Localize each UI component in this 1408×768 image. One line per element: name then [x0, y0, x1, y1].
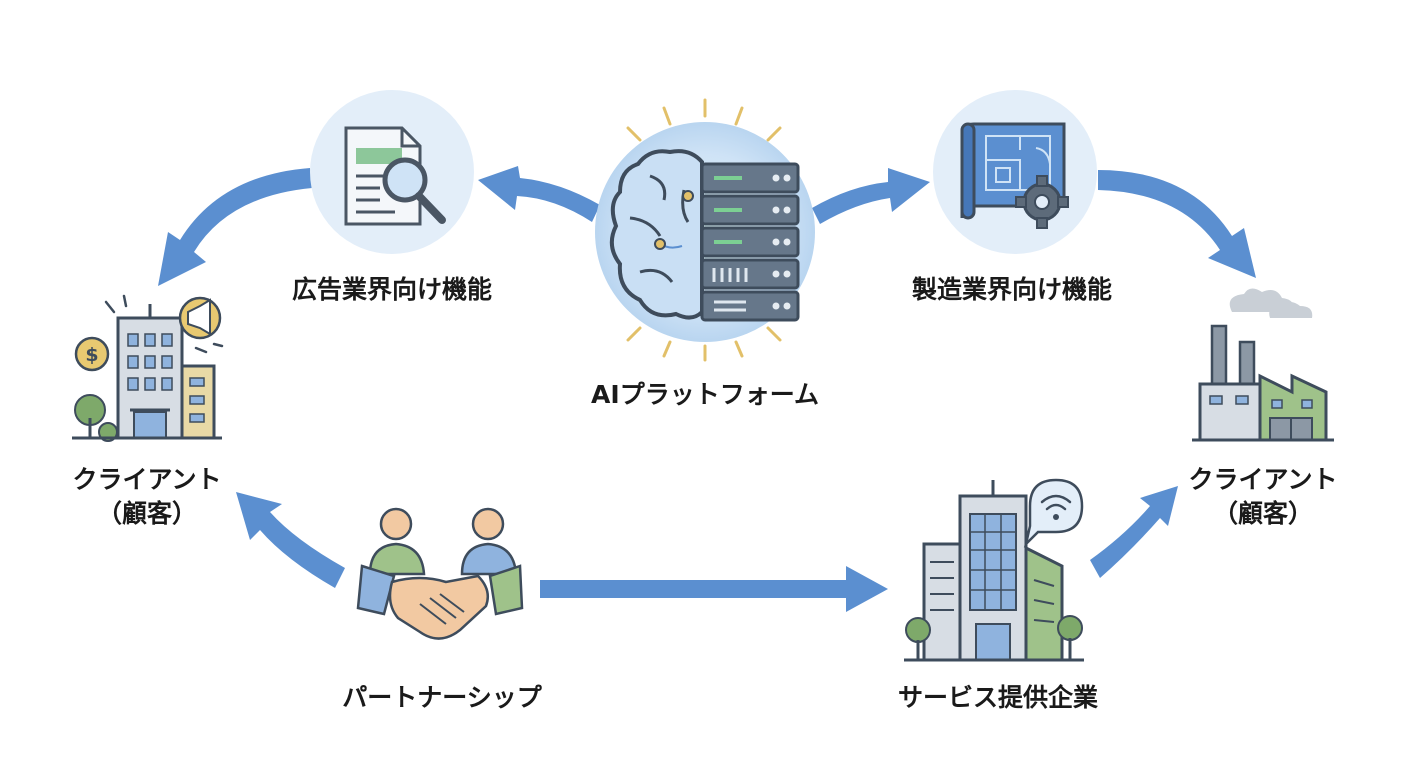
client-left-label-line2: （顧客） [96, 499, 197, 528]
ai-platform-label: AIプラットフォーム [591, 380, 819, 409]
arrow-platform-to-manufacturing [812, 168, 930, 224]
manufacturing-label: 製造業界向け機能 [911, 275, 1112, 304]
client-left-node: $ [72, 294, 224, 442]
glow-rays [626, 98, 782, 362]
partnership-label: パートナーシップ [342, 683, 542, 712]
partnership-node [356, 507, 524, 640]
arrow-platform-to-advertising [478, 166, 600, 222]
advertising-node [310, 90, 474, 254]
service-provider-node [904, 478, 1084, 662]
brain-server-icon [609, 149, 800, 322]
svg-text:$: $ [85, 344, 98, 366]
client-right-label-line2: （顧客） [1212, 499, 1313, 528]
office-tower-wifi-icon [904, 478, 1084, 662]
office-building-megaphone-icon: $ [72, 294, 224, 442]
factory-icon [1192, 288, 1334, 442]
client-right-node [1192, 288, 1334, 442]
handshake-icon [356, 507, 524, 640]
advertising-label: 広告業界向け機能 [291, 275, 492, 304]
arrow-partnership-to-service-provider [540, 566, 888, 612]
blueprint-gear-icon [960, 122, 1069, 229]
arrow-manufacturing-to-client-right [1098, 170, 1256, 278]
document-magnifier-icon [344, 126, 446, 226]
client-left-label-line1: クライアント [72, 465, 222, 494]
ai-platform-node [595, 98, 815, 362]
client-right-label-line1: クライアント [1188, 465, 1338, 494]
arrow-service-provider-to-client-right [1090, 486, 1178, 578]
arrow-partnership-to-client-left [236, 492, 345, 588]
manufacturing-node [933, 90, 1097, 254]
service-provider-label: サービス提供企業 [897, 683, 1098, 712]
arrow-advertising-to-client-left [158, 168, 312, 286]
